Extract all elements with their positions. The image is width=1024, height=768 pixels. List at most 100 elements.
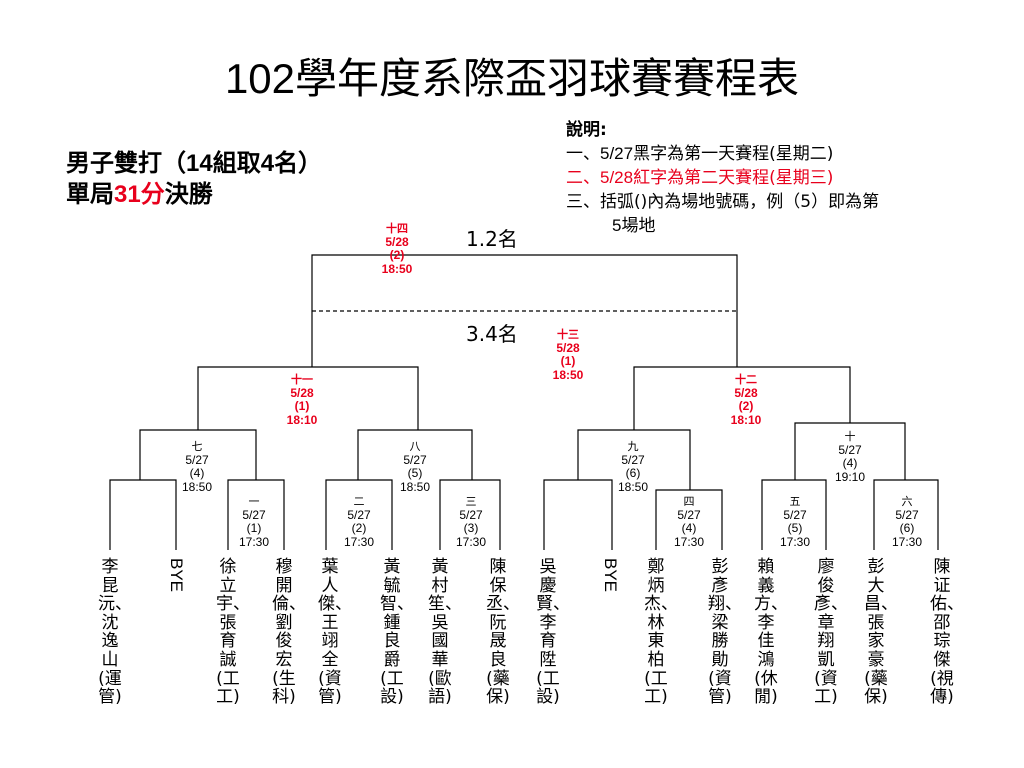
- match-court: (5): [787, 521, 803, 535]
- note-text: 紅字為第二天賽程(星期三): [633, 168, 834, 188]
- match-number: 七: [191, 440, 203, 453]
- match-court: (4): [842, 456, 858, 470]
- final-connector: [311, 254, 738, 311]
- team-slot-2-bye: BYE: [167, 558, 186, 593]
- semifinal-left-connector: [197, 366, 419, 430]
- match-court: (1): [560, 354, 576, 368]
- match-date: 5/27: [242, 507, 266, 522]
- team-slot-16: 陳证佑、邵琮傑(視傳): [930, 557, 964, 708]
- team-slot-12: 彭彥翔、梁勝勛(資管): [708, 557, 742, 708]
- notes-panel: 說明: 一、5/27黑字為第一天賽程(星期二) 二、5/28紅字為第二天賽程(星…: [566, 118, 1006, 238]
- match-court: (1): [294, 399, 310, 413]
- match-date: 5/27: [459, 507, 483, 522]
- event-subtitle: 男子雙打（14組取4名） 單局31分決勝: [66, 148, 322, 210]
- title-text: 學年度系際盃羽球賽賽程表: [295, 54, 800, 103]
- team-slot-6: 黃毓智、鍾良爵(工設): [380, 557, 414, 708]
- quarterfinal-10-connector: [794, 422, 906, 480]
- match-time: 17:30: [455, 534, 487, 549]
- match-court: (6): [625, 466, 641, 480]
- team-slot-8: 陳保丞、阮晟良(藥保): [486, 557, 520, 708]
- match-date: 5/27: [677, 507, 701, 522]
- match-time: 18:50: [381, 261, 413, 276]
- match-9-connector: [543, 479, 613, 550]
- match-court: (4): [681, 521, 697, 535]
- match-date: 5/27: [895, 507, 919, 522]
- match-time: 18:50: [552, 367, 584, 382]
- match-7-connector: [109, 479, 177, 550]
- team-slot-3: 徐立宇、張育誠(工工): [216, 557, 250, 708]
- match-court: (4): [189, 466, 205, 480]
- match-number: 八: [409, 440, 421, 453]
- subtitle-text: 分: [140, 180, 165, 208]
- match-date: 5/27: [403, 452, 427, 467]
- title-year: 102: [224, 55, 296, 102]
- match-court: (2): [389, 248, 405, 262]
- match-time: 18:50: [617, 479, 649, 494]
- team-slot-13: 賴義方、李佳鴻(休閒): [754, 557, 788, 708]
- page-title: 102學年度系際盃羽球賽賽程表: [0, 54, 1024, 103]
- match-number: 二: [353, 495, 365, 508]
- match-4-connector: [655, 489, 723, 550]
- match-time: 17:30: [779, 534, 811, 549]
- match-time: 17:30: [238, 534, 270, 549]
- note-text: 5場地: [612, 216, 656, 235]
- match-5-connector: [761, 479, 827, 550]
- team-slot-5: 葉人傑、王翊全(資管): [318, 557, 352, 708]
- match-time: 17:30: [673, 534, 705, 549]
- match-court: (3): [463, 521, 479, 535]
- rank-label-third: 3.4名: [466, 322, 518, 346]
- match-number: 五: [789, 495, 801, 508]
- team-slot-7: 黃村笙、吳國華(歐語): [428, 557, 462, 708]
- match-date: 5/28: [290, 385, 314, 400]
- match-court: (1): [246, 521, 262, 535]
- match-date: 5/28: [385, 234, 409, 249]
- match-date: 5/28: [556, 340, 580, 355]
- match-1-connector: [227, 479, 285, 550]
- team-slot-1: 李昆沅、沈逸山(運管): [98, 557, 132, 708]
- quarterfinal-9-connector: [577, 429, 691, 490]
- match-number: 十: [844, 430, 856, 443]
- match-time: 18:50: [399, 479, 431, 494]
- quarterfinal-8-connector: [357, 429, 473, 480]
- match-date: 5/27: [838, 442, 862, 457]
- match-time: 19:10: [834, 469, 866, 484]
- note-line-2: 二、5/28紅字為第二天賽程(星期三): [566, 166, 1006, 190]
- subtitle-line-2: 單局31分決勝: [66, 179, 322, 210]
- note-text: 一、: [566, 144, 600, 164]
- match-number: 十三: [557, 328, 579, 341]
- match-time: 18:10: [730, 412, 762, 427]
- match-court: (5): [407, 466, 423, 480]
- match-time: 18:10: [286, 412, 318, 427]
- team-slot-4: 穆開倫、劉俊宏(生科): [272, 557, 306, 708]
- subtitle-number: 14: [186, 150, 213, 177]
- match-court: (6): [899, 521, 915, 535]
- note-line-1: 一、5/27黑字為第一天賽程(星期二): [566, 142, 1006, 166]
- match-number: 三: [465, 495, 477, 508]
- subtitle-text: 組取: [212, 149, 261, 177]
- match-number: 九: [627, 440, 639, 453]
- match-date: 5/27: [185, 452, 209, 467]
- semifinal-right-connector: [633, 366, 851, 430]
- subtitle-text: 決勝: [164, 180, 213, 208]
- note-date: 5/27: [600, 144, 634, 163]
- match-3-connector: [439, 479, 501, 550]
- subtitle-line-1: 男子雙打（14組取4名）: [66, 148, 322, 179]
- match-number: 十一: [291, 373, 313, 386]
- match-date: 5/27: [783, 507, 807, 522]
- match-number: 六: [901, 495, 913, 508]
- notes-heading: 說明:: [566, 120, 607, 140]
- team-slot-15: 彭大昌、張家豪(藥保): [864, 557, 898, 708]
- match-date: 5/28: [734, 385, 758, 400]
- subtitle-number: 4: [260, 150, 275, 177]
